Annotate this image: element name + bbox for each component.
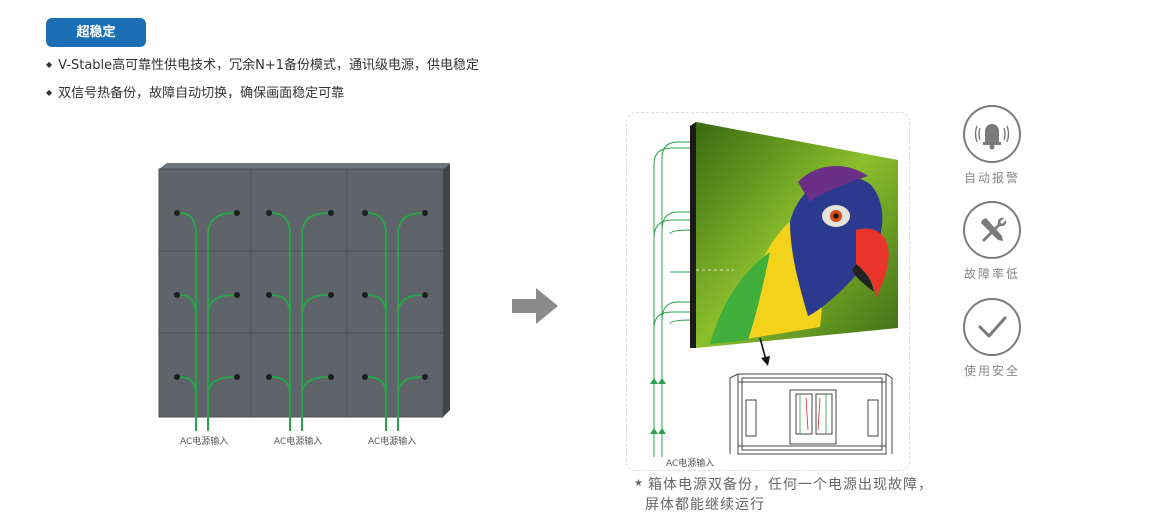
power-wires xyxy=(179,212,423,431)
wrench-screwdriver-icon xyxy=(981,217,1007,242)
feature-label: 故障率低 xyxy=(963,267,1020,281)
bullet-text: V-Stable高可靠性供电技术，冗余N+1备份模式，通讯级电源，供电稳定 xyxy=(58,58,480,73)
ac-input-label-2: AC电源输入 xyxy=(274,435,322,447)
feature-label: 自动报警 xyxy=(963,171,1020,185)
wire-arrowheads xyxy=(650,378,666,434)
ac-input-label-3: AC电源输入 xyxy=(368,435,416,447)
right-arrow-icon xyxy=(512,288,558,324)
cabinet-frame-drawing xyxy=(729,373,893,455)
feature-bullet-1: ◆ V-Stable高可靠性供电技术，冗余N+1备份模式，通讯级电源，供电稳定 xyxy=(46,54,479,73)
star-icon: ★ xyxy=(634,478,644,489)
power-backup-diagram xyxy=(626,112,910,471)
feature-label: 使用安全 xyxy=(963,364,1020,378)
bell-icon xyxy=(974,124,1010,150)
down-arrow-icon xyxy=(759,337,770,366)
backup-note: ★箱体电源双备份，任何一个电源出现故障， 屏体都能继续运行 xyxy=(634,474,933,515)
feature-safe-use: 使用安全 xyxy=(952,298,1032,379)
cabinet-grid xyxy=(158,163,450,418)
note-line-1: 箱体电源双备份，任何一个电源出现故障， xyxy=(647,477,933,493)
signal-wires xyxy=(653,141,693,457)
connector-dots xyxy=(174,210,428,380)
diamond-bullet-icon: ◆ xyxy=(46,88,53,97)
feature-low-fault-rate: 故障率低 xyxy=(952,201,1032,282)
note-line-2: 屏体都能继续运行 xyxy=(645,497,765,513)
bullet-text: 双信号热备份，故障自动切换，确保画面稳定可靠 xyxy=(58,86,345,101)
feature-auto-alarm: 自动报警 xyxy=(952,105,1032,186)
cabinet-wall-illustration: AC电源输入 AC电源输入 AC电源输入 xyxy=(158,163,450,447)
diagram-ac-input-label: AC电源输入 xyxy=(666,457,714,469)
screen-power-diagram: AC电源输入 xyxy=(650,122,898,469)
ac-input-label-1: AC电源输入 xyxy=(180,435,228,447)
feature-bullet-2: ◆ 双信号热备份，故障自动切换，确保画面稳定可靠 xyxy=(46,82,344,101)
diamond-bullet-icon: ◆ xyxy=(46,60,53,69)
checkmark-icon xyxy=(978,316,1007,338)
title-tag: 超稳定 xyxy=(46,18,146,47)
led-screen xyxy=(690,122,898,348)
